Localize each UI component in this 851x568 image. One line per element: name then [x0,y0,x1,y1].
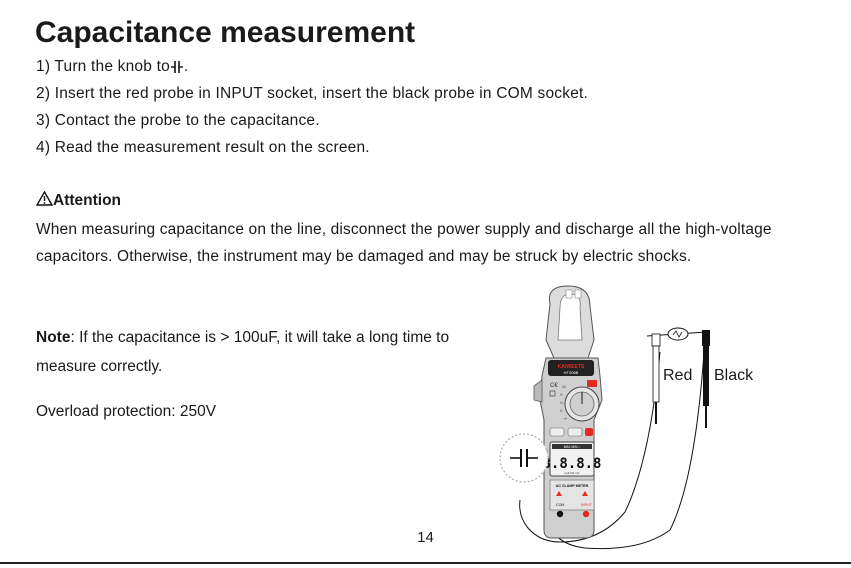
probe-clip-icon [667,327,689,341]
capacitor-magnified-icon [510,449,538,467]
com-socket [556,510,564,518]
overload-protection: Overload protection: 250V [36,403,217,420]
step-3: 3) Contact the probe to the capacitance. [36,112,320,129]
magnifier-callout [499,433,549,483]
step-1-suffix: . [183,58,189,75]
black-probe-wire [544,351,705,550]
capacitor-icon [170,60,183,73]
red-probe-wire [519,351,661,543]
model-name: HT206B [564,370,579,375]
light-button[interactable] [585,428,593,436]
black-probe-body [703,346,709,406]
com-socket-label: COM [556,503,564,507]
red-probe-label: Red [663,367,693,384]
red-probe-body [652,345,660,403]
step-2: 2) Insert the red probe in INPUT socket,… [36,85,589,102]
lcd-screen [549,441,595,477]
attention-label: Attention [53,192,122,209]
double-insulation-icon [549,390,556,397]
jaw-trigger [533,379,543,403]
warning-triangle-icon [35,190,54,206]
panel-label: AC CLAMP METER [556,484,589,488]
brand-band [548,360,594,376]
func-button[interactable] [549,427,565,437]
svg-text:V~: V~ [560,393,564,397]
hold-button[interactable] [567,427,583,437]
clamp-meter-figure: KAIWEETS HT206B C€ 2A V~ V= Ω ⊣⊢ MAX MIN ⌁ 8… [499,285,710,550]
page-number: 14 [417,529,434,546]
step-1: 1) Turn the knob to. [36,58,188,76]
note-paragraph: Note: If the capacitance is > 100uF, it … [36,323,476,381]
svg-text:V=: V= [560,401,564,405]
attention-heading: Attention [35,190,122,210]
ce-mark: C€ [550,383,558,389]
ncv-indicator [587,380,597,387]
note-text: : If the capacitance is > 100uF, it will… [36,329,450,375]
black-probe-tip [702,330,710,346]
step-4: 4) Read the measurement result on the sc… [36,139,370,156]
lcd-status-bar: MAX MIN ⌁ [564,445,581,449]
black-probe-label: Black [714,367,754,384]
svg-text:⊣⊢: ⊣⊢ [562,417,568,421]
attention-body: When measuring capacitance on the line, … [36,221,772,265]
svg-text:nμF kΩ mV: nμF kΩ mV [564,471,579,475]
svg-text:Ω: Ω [560,409,563,413]
brand-name: KAIWEETS [558,364,585,370]
step-1-text: 1) Turn the knob to [36,58,170,75]
note-label: Note [36,329,71,346]
lcd-reading: 8.8.8.8 [542,456,601,472]
footer-divider [0,562,851,564]
page-title: Capacitance measurement [35,16,416,49]
input-socket [582,510,590,518]
red-probe-tip [651,333,661,347]
svg-text:2A: 2A [562,385,567,389]
input-socket-label: INPUT [581,503,593,507]
